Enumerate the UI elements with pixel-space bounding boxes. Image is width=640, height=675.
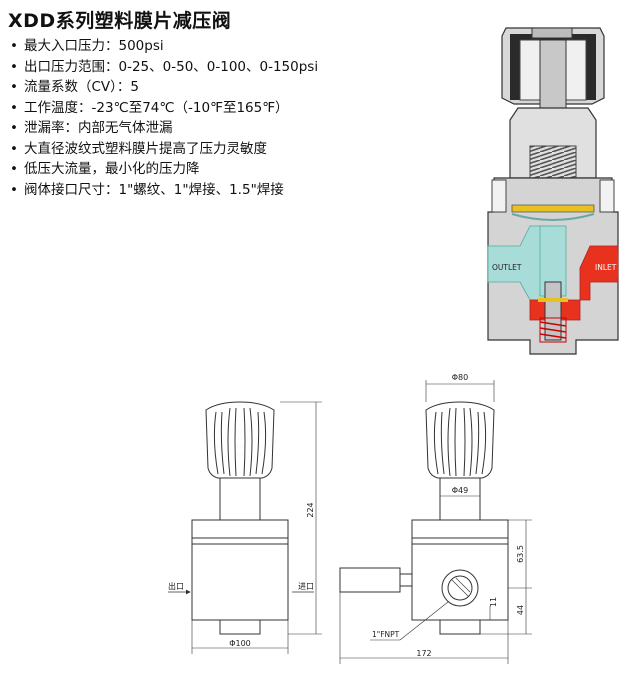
spec-list: •最大入口压力：500psi •出口压力范围：0-25、0-50、0-100、0… [10,36,318,200]
inlet-label: INLET [595,263,617,272]
spec-item: •阀体接口尺寸：1"螺纹、1"焊接、1.5"焊接 [10,181,284,198]
spring [529,145,577,183]
inlet-port-label: 进口 [298,582,314,591]
spec-item: •泄漏率：内部无气体泄漏 [10,120,173,136]
knob-diameter-dim: Φ80 [452,373,468,382]
overall-width-dim: 172 [416,649,431,658]
front-view-drawing [168,401,322,654]
spec-item: •工作温度：-23℃至74℃（-10℉至165℉） [10,99,289,116]
outlet-port-label: 出口 [168,581,184,591]
spec-item: •出口压力范围：0-25、0-50、0-100、0-150psi [10,58,319,75]
diaphragm [511,204,595,213]
spec-item: •最大入口压力：500psi [10,38,164,54]
upper-height-dim: 63.5 [516,545,525,563]
front-diameter-dim: Φ100 [229,639,251,648]
spec-item: •低压大流量，最小化的压力降 [10,161,200,177]
spec-item: •流量系数（CV）：5 [10,79,140,95]
product-title: XDD系列塑料膜片减压阀 [8,10,232,32]
spec-item: •大直径波纹式塑料膜片提高了压力灵敏度 [10,140,267,157]
poppet [544,281,562,341]
port-offset-dim: 11 [489,597,498,607]
stem-diameter-dim: Φ49 [452,486,468,495]
thread-size-label: 1"FNPT [372,630,400,639]
side-view-drawing [339,380,532,664]
cross-section-illustration: OUTLET INLET [487,27,619,355]
outlet-label: OUTLET [492,263,522,272]
port-height-dim: 44 [516,605,525,615]
front-height-dim: 224 [306,502,315,517]
